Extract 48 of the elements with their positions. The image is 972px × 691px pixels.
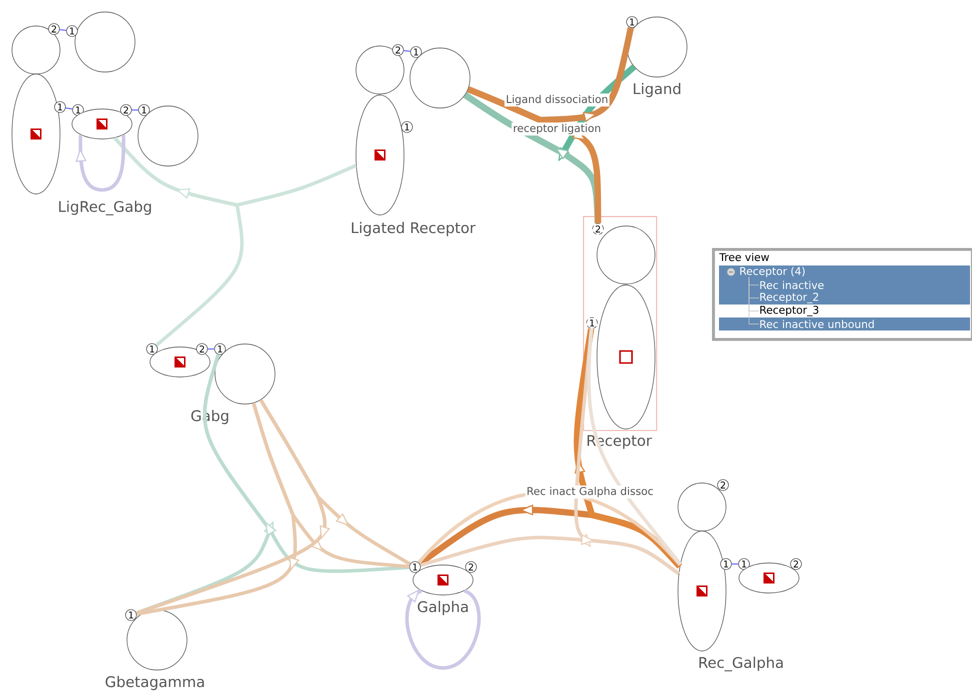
tree-item: Rec inactive — [760, 280, 824, 290]
site-label: 2 — [392, 44, 404, 56]
site-label: 1 — [626, 16, 638, 28]
species-label: Rec_Galpha — [699, 656, 783, 672]
reaction-arrow — [420, 534, 680, 576]
tree-item: Receptor_3 — [760, 306, 818, 316]
site-label: 2 — [592, 223, 604, 235]
agent-circle — [12, 26, 60, 74]
site-label: 1 — [54, 101, 66, 113]
tree-item: Rec inactive unbound — [760, 320, 874, 328]
species-label: Ligand — [634, 82, 680, 98]
site-label: 2 — [465, 561, 477, 573]
site-label: 1 — [586, 317, 598, 329]
agent-circle — [678, 482, 726, 532]
species-label: Galpha — [418, 600, 468, 616]
link-line — [65, 107, 73, 110]
edge-label: Rec inact Galpha dissoc — [525, 486, 655, 498]
site-label: 2 — [120, 104, 132, 116]
agent-circle — [596, 226, 656, 284]
reaction-arrow — [405, 589, 481, 670]
tree-branch-line — [748, 277, 760, 324]
edge-label: Ligand dissociation — [504, 94, 610, 106]
link-line — [207, 348, 215, 350]
reaction-arrow — [113, 136, 244, 347]
agent-circle — [410, 48, 470, 108]
species-label: Ligated Receptor — [352, 222, 476, 236]
agent-circle — [356, 46, 404, 94]
site-label: 2 — [717, 479, 729, 491]
link-line — [403, 50, 411, 52]
site-label: 2 — [790, 558, 802, 570]
site-label: 1 — [409, 561, 421, 573]
species-label: LigRec_Gabg — [59, 200, 151, 216]
reaction-arrow — [76, 134, 126, 192]
species-label: Gbetagamma — [106, 676, 204, 690]
site-label: 1 — [125, 609, 137, 621]
site-label: 1 — [410, 46, 422, 58]
site-label: 1 — [720, 558, 732, 570]
link-line — [59, 29, 67, 31]
site-label: 2 — [196, 343, 208, 355]
agent-circle — [138, 106, 198, 166]
tree-item: Receptor_2 — [760, 292, 818, 304]
agent-circle — [74, 12, 136, 72]
site-label: 1 — [146, 343, 158, 355]
tree-item: Receptor (4) — [740, 266, 805, 278]
site-label: 1 — [401, 121, 413, 133]
site-label: 2 — [48, 23, 60, 35]
reaction-arrow — [202, 354, 410, 573]
site-label: 1 — [66, 25, 78, 37]
